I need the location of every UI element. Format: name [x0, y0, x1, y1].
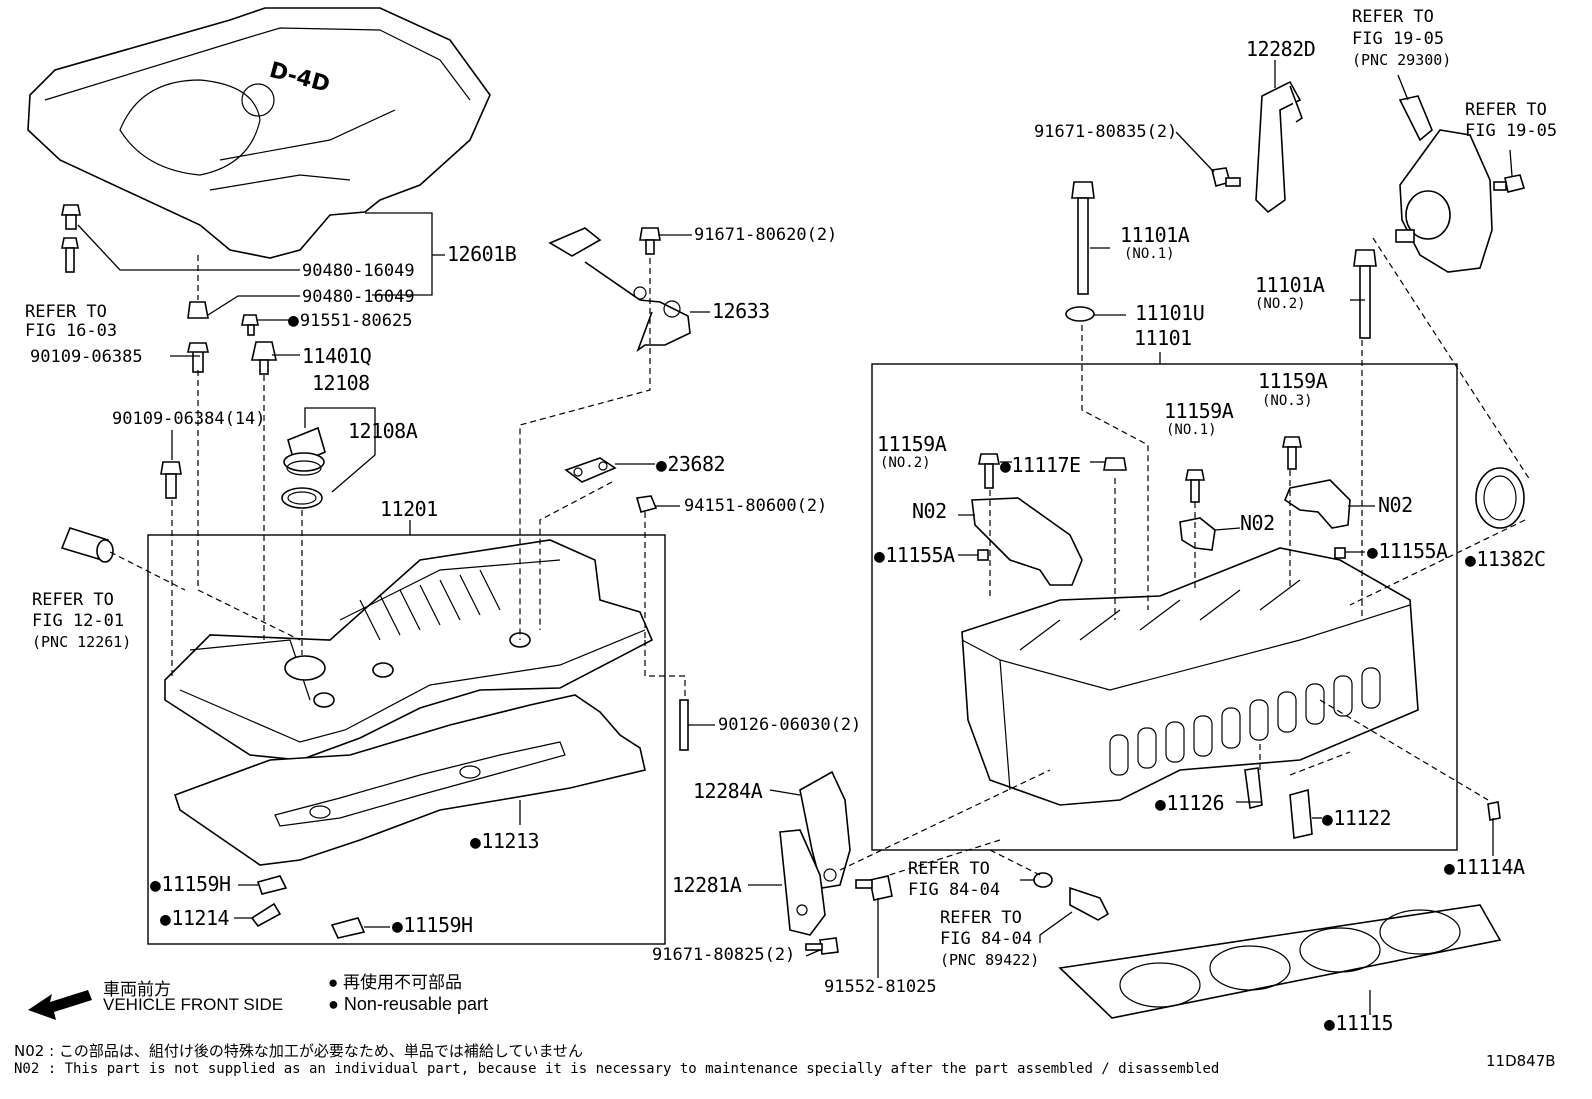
- callout-11159A-no3-sub: (NO.3): [1262, 393, 1313, 409]
- callout-11159A-no3: 11159A: [1258, 369, 1328, 393]
- head-gasket: [1058, 904, 1502, 1019]
- refer-1905-b-line2: FIG 19-05: [1465, 121, 1558, 141]
- n02-label-b: N02: [1240, 511, 1275, 535]
- cylinder-head: [961, 547, 1419, 806]
- callout-90109-06385: 90109-06385: [30, 347, 143, 367]
- cover-bolts: [61, 204, 277, 499]
- refer-1201-line3: (PNC 12261): [32, 633, 132, 651]
- callout-11159A-no1-sub: (NO.1): [1166, 422, 1217, 438]
- callout-12108: 12108: [312, 371, 370, 395]
- head-cover-group-box: [147, 534, 666, 945]
- callout-11122: 11122: [1322, 807, 1391, 831]
- callout-11117E: 11117E: [1000, 454, 1081, 478]
- bracket-12282D: [1211, 80, 1303, 214]
- callout-91551-80625: 91551-80625: [288, 312, 413, 330]
- callout-11214: 11214: [160, 907, 229, 931]
- callout-11115: 11115: [1324, 1012, 1393, 1036]
- callout-11155A-a: 11155A: [874, 544, 955, 568]
- refer-1905-b-line1: REFER TO: [1465, 100, 1547, 120]
- cylinder-head-group-box: [871, 363, 1458, 851]
- refer-8404-b-line3: (PNC 89422): [940, 951, 1040, 969]
- callout-12282D: 12282D: [1246, 37, 1316, 61]
- seal-11382C: [1475, 467, 1525, 529]
- bracket-12633: [548, 227, 691, 353]
- oil-filler-cap: [281, 426, 326, 509]
- refer-8404-a-line2: FIG 84-04: [908, 880, 1001, 900]
- refer-1905-a-line2: FIG 19-05: [1352, 29, 1445, 49]
- vacuum-pump: [1395, 95, 1526, 273]
- legend-front-en: VEHICLE FRONT SIDE: [103, 995, 284, 1014]
- callout-11159H-b: 11159H: [392, 914, 473, 938]
- callout-11159H-a: 11159H: [150, 873, 231, 897]
- refer-8404-b-line1: REFER TO: [940, 908, 1022, 928]
- callout-11101A-no2: 11101A: [1255, 273, 1325, 297]
- callout-12284A: 12284A: [693, 779, 763, 803]
- callout-11201: 11201: [380, 497, 438, 521]
- note-n02-en: N02 : This part is not supplied as an in…: [14, 1061, 1220, 1077]
- refer-1201-line1: REFER TO: [32, 590, 114, 610]
- legend-nonreuse-jp-text: 再使用不可部品: [343, 973, 463, 992]
- callout-11213: 11213: [470, 830, 539, 854]
- callout-11159A-no2-sub: (NO.2): [880, 455, 931, 471]
- callout-11159A-no2: 11159A: [877, 432, 947, 456]
- callout-11114A: 11114A: [1444, 856, 1525, 880]
- refer-1905-a-line1: REFER TO: [1352, 7, 1434, 27]
- assembly-guide-lines: [109, 237, 1531, 879]
- refer-8404-a-line1: REFER TO: [908, 859, 990, 879]
- refer-8404-b-line2: FIG 84-04: [940, 929, 1033, 949]
- callout-91671-80620: 91671-80620(2): [694, 225, 838, 245]
- callout-90109-06384: 90109-06384(14): [112, 409, 266, 429]
- refer-1603-line2: FIG 16-03: [25, 321, 118, 341]
- leader-lines: [77, 60, 1513, 1015]
- legend-nonreuse-en: ● Non-reusable part: [328, 994, 488, 1015]
- n02-label-c: N02: [1378, 493, 1413, 517]
- callout-11101A-no1: 11101A: [1120, 223, 1190, 247]
- callout-90126-06030: 90126-06030(2): [718, 715, 862, 735]
- note-n02-jp: N02 : この部品は、組付け後の特殊な加工が必要なため、単品では補給していませ…: [14, 1042, 584, 1060]
- pipe-refer-1201: [60, 527, 114, 563]
- legend-nonreuse-jp: ● 再使用不可部品: [328, 968, 462, 993]
- engine-hangers: [779, 770, 893, 955]
- callout-90480-16049-a: 90480-16049: [302, 261, 415, 281]
- callout-91671-80835: 91671-80835(2): [1034, 122, 1178, 142]
- callout-12633: 12633: [712, 299, 770, 323]
- callout-11159A-no1: 11159A: [1164, 399, 1234, 423]
- callout-11101A-no1-sub: (NO.1): [1124, 246, 1175, 262]
- dot-icon: ●: [328, 973, 339, 992]
- callout-11382C: 11382C: [1465, 548, 1546, 572]
- cylinder-head-cover: [164, 539, 654, 761]
- legend-nonreuse-en-text: Non-reusable part: [343, 994, 488, 1014]
- small-parts-23682: [564, 457, 689, 751]
- callout-23682: 23682: [656, 453, 725, 477]
- callout-11126: 11126: [1155, 792, 1224, 816]
- refer-1905-a-line3: (PNC 29300): [1352, 51, 1452, 69]
- callout-11101U: 11101U: [1135, 301, 1205, 325]
- callout-90480-16049-b: 90480-16049: [302, 287, 415, 307]
- diagram-id: 11D847B: [1486, 1052, 1556, 1070]
- camshaft-caps: [971, 436, 1351, 586]
- engine-cover: D-4D: [27, 7, 491, 259]
- callout-11401Q: 11401Q: [302, 344, 372, 368]
- legend-front-jp: 車両前方: [103, 980, 171, 999]
- callout-12281A: 12281A: [672, 873, 742, 897]
- callout-91552-81025: 91552-81025: [824, 977, 937, 997]
- refer-1201-line2: FIG 12-01: [32, 611, 125, 631]
- small-parts-11159H: [250, 875, 366, 939]
- callout-12601B: 12601B: [447, 242, 517, 266]
- dot-icon: ●: [328, 994, 339, 1014]
- callout-91671-80825: 91671-80825(2): [652, 945, 796, 965]
- refer-1603-line1: REFER TO: [25, 302, 107, 322]
- callout-11101A-no2-sub: (NO.2): [1255, 296, 1306, 312]
- vehicle-front-arrow-icon: [28, 990, 92, 1020]
- callout-11101: 11101: [1134, 326, 1192, 350]
- n02-label-a: N02: [912, 499, 947, 523]
- callout-94151-80600: 94151-80600(2): [684, 496, 828, 516]
- dowels: [1244, 767, 1501, 839]
- callout-11155A-b: 11155A: [1367, 540, 1448, 564]
- head-cover-gasket: [173, 694, 646, 866]
- head-bolts: [1065, 181, 1377, 339]
- callout-12108A: 12108A: [348, 419, 418, 443]
